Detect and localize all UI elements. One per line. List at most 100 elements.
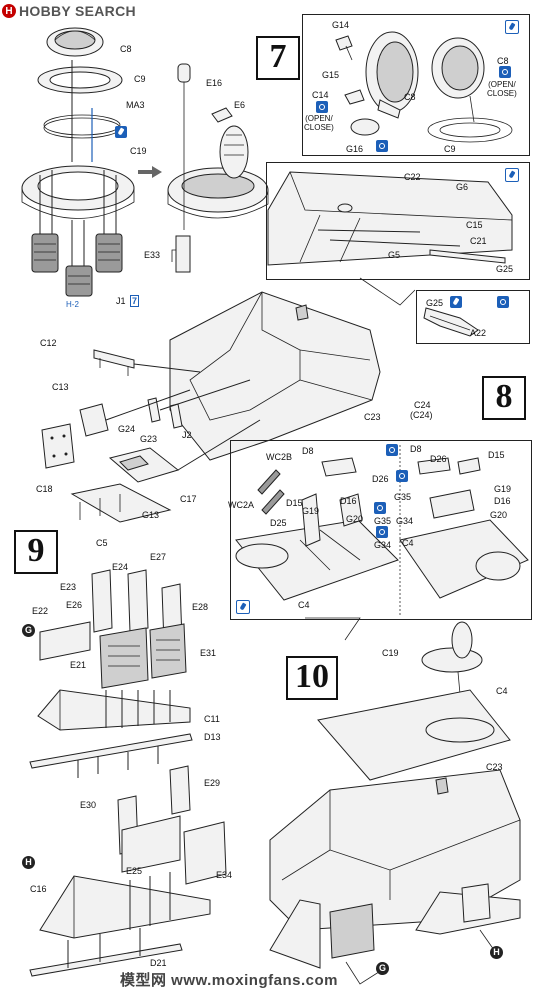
glue-icon	[505, 20, 519, 34]
label-c9-top: C9	[134, 74, 146, 84]
label-e28: E28	[192, 602, 209, 612]
label-e26: E26	[66, 600, 83, 610]
cupola-c19-on-hull-drawing	[421, 621, 483, 695]
label-d8-left: D8	[302, 446, 314, 456]
hull-side-c22-drawing	[267, 171, 513, 266]
label-c21: C21	[470, 236, 487, 246]
label-c24-paren: (C24)	[410, 410, 433, 420]
label-e16: E16	[206, 78, 223, 88]
label-d8-right: D8	[410, 444, 422, 454]
label-g35-b: G35	[374, 516, 392, 526]
label-e33: E33	[144, 250, 161, 260]
label-g19-right: G19	[494, 484, 512, 494]
label-c8-box-right: C8	[497, 56, 509, 66]
assembly-c17-g13-c5-drawing	[70, 447, 180, 523]
label-j2: J2	[182, 430, 192, 440]
plate-c4-left-drawing	[235, 519, 399, 601]
label-g6: G6	[456, 182, 469, 192]
label-e21: E21	[70, 660, 87, 670]
hatch-box-left-drawing	[335, 31, 419, 136]
label-g23: G23	[140, 434, 158, 444]
label-c18: C18	[36, 484, 53, 494]
hull-upper-c23-drawing	[169, 291, 381, 461]
label-g34-b: G34	[374, 540, 392, 550]
option-icon	[386, 444, 398, 456]
hobby-search-logo: H HOBBY SEARCH	[2, 3, 136, 19]
label-c11: C11	[204, 714, 220, 724]
step7-g25-box	[416, 290, 530, 344]
label-wc2b: WC2B	[266, 452, 293, 462]
glue-icon	[115, 126, 127, 138]
label-c14: C14	[312, 90, 329, 100]
step-number-8: 8	[482, 376, 526, 420]
option-icon	[316, 101, 328, 113]
hatch-c8-drawing	[46, 27, 104, 57]
label-open-close-a: (OPEN/ CLOSE)	[304, 114, 334, 132]
option-icon	[499, 66, 511, 78]
label-c4-step10: C4	[496, 686, 508, 696]
j1-count-badge: 7	[130, 295, 140, 307]
label-c22: C22	[404, 172, 421, 182]
label-g14: G14	[332, 20, 350, 30]
label-c9-box: C9	[444, 144, 456, 154]
label-e30: E30	[80, 800, 97, 810]
label-e31: E31	[200, 648, 217, 658]
hull-c23-10-drawing	[269, 769, 521, 931]
label-e6: E6	[234, 100, 246, 110]
label-e25: E25	[126, 866, 143, 876]
label-g15: G15	[322, 70, 340, 80]
label-g5: G5	[388, 250, 401, 260]
ring-c9-drawing	[37, 66, 123, 94]
label-c23-step10: C23	[486, 762, 503, 772]
rack-e22-drawing	[39, 621, 91, 661]
plate-c4-10-drawing	[317, 689, 511, 781]
option-icon	[376, 140, 388, 152]
logo-text: HOBBY SEARCH	[19, 3, 136, 19]
parts-d-drawing	[301, 457, 481, 547]
plate-c18-drawing	[41, 423, 75, 469]
parts-wc2-drawing	[257, 469, 285, 515]
ring-ma3-drawing	[43, 114, 121, 139]
label-open-close-b: (OPEN/ CLOSE)	[487, 80, 517, 98]
label-d21: D21	[150, 958, 167, 968]
label-e34: E34	[216, 870, 233, 880]
label-c24: C24	[414, 400, 431, 410]
racks-e29-e30-drawing	[117, 765, 227, 885]
racks-e23-e28-drawing	[91, 569, 183, 645]
step8-box	[230, 440, 532, 620]
marker-g-step9: G	[22, 624, 35, 637]
label-h2: H-2	[66, 300, 79, 309]
cupola-ring-c19-drawing	[21, 165, 135, 219]
periscopes-drawing	[31, 233, 123, 297]
label-ma3: MA3	[126, 100, 145, 110]
label-a22: A22	[470, 328, 487, 338]
step-number-9: 9	[14, 530, 58, 574]
bracket-c12-drawing	[93, 349, 135, 376]
label-g20-right: G20	[490, 510, 508, 520]
step-number-7: 7	[256, 36, 300, 80]
rail-d13-drawing	[29, 733, 193, 769]
label-g20-left: G20	[346, 514, 364, 524]
label-c17: C17	[180, 494, 197, 504]
label-c8-top: C8	[120, 44, 132, 54]
label-c12: C12	[40, 338, 57, 348]
label-j1: J1	[116, 296, 126, 306]
label-c19-step10: C19	[382, 648, 399, 658]
glue-icon	[505, 168, 519, 182]
g25-detail-drawing	[423, 307, 479, 337]
plate-c13-drawing	[79, 403, 109, 437]
option-icon	[497, 296, 509, 308]
label-g25-b: G25	[426, 298, 444, 308]
logo-mark-icon: H	[2, 4, 16, 18]
option-icon	[374, 502, 386, 514]
label-g13: G13	[142, 510, 160, 520]
hatch-box-right-drawing	[427, 37, 513, 143]
base-c16-drawing	[39, 875, 211, 939]
label-g24: G24	[118, 424, 136, 434]
rail-c11-drawing	[37, 689, 191, 731]
plate-c4-right-drawing	[399, 519, 529, 599]
parts-g23-g24-drawing	[147, 397, 183, 429]
label-c5: C5	[96, 538, 108, 548]
label-g16: G16	[346, 144, 364, 154]
